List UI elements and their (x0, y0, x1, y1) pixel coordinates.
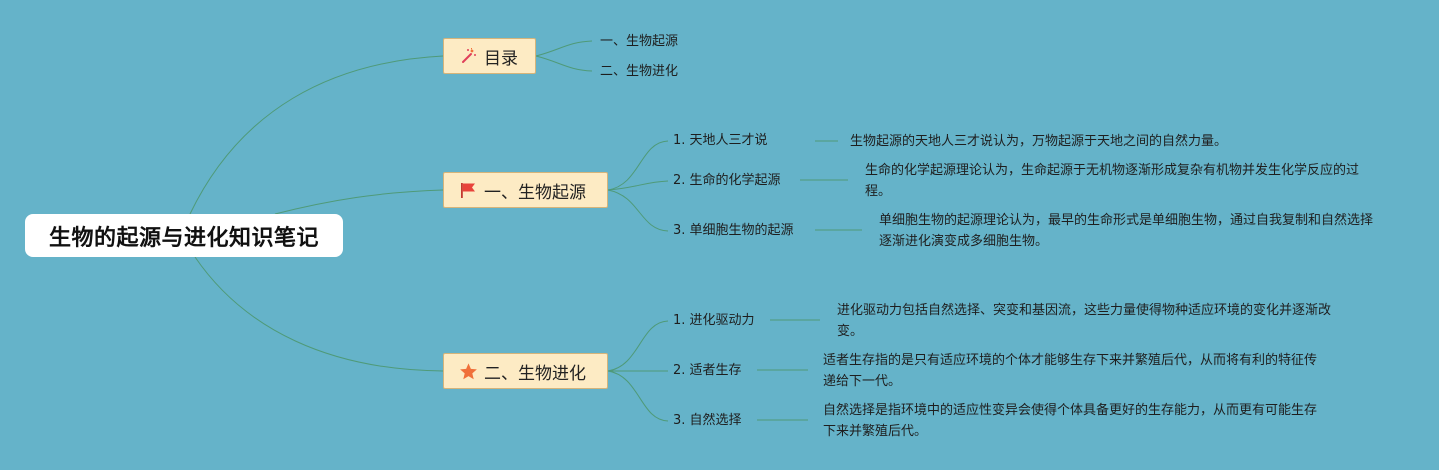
toc-item-origin[interactable]: 一、生物起源 (600, 34, 679, 49)
red-flag-icon (458, 180, 478, 200)
connector-toc-item-2 (535, 55, 593, 72)
connector-root-to-origin (274, 189, 444, 215)
magic-wand-icon (458, 46, 478, 66)
connector-origin-item-3 (607, 189, 669, 232)
origin-item-2-desc: 生命的化学起源理论认为，生命起源于无机物逐渐形成复杂有机物并发生化学反应的过程。 (865, 163, 1360, 199)
evolution-item-1-label[interactable]: 1. 进化驱动力 (673, 313, 755, 328)
evolution-item-1-desc: 进化驱动力包括自然选择、突变和基因流，这些力量使得物种适应环境的变化并逐渐改变。 (837, 303, 1332, 339)
branch-label-toc: 目录 (484, 48, 518, 69)
connector-toc-item-1 (535, 40, 593, 57)
origin-item-1-desc: 生物起源的天地人三才说认为，万物起源于天地之间的自然力量。 (850, 134, 1228, 149)
connector-evolution-item-3 (607, 370, 669, 422)
connector-root-to-evolution (194, 256, 444, 372)
origin-item-3-desc: 单细胞生物的起源理论认为，最早的生命形式是单细胞生物，通过自我复制和自然选择逐渐… (879, 213, 1374, 249)
orange-star-icon (458, 361, 478, 381)
origin-item-1-label[interactable]: 1. 天地人三才说 (673, 133, 768, 148)
origin-item-3-label[interactable]: 3. 单细胞生物的起源 (673, 223, 794, 238)
root-node-title[interactable]: 生物的起源与进化知识笔记 (25, 214, 343, 257)
evolution-item-3-desc: 自然选择是指环境中的适应性变异会使得个体具备更好的生存能力，从而更有可能生存下来… (823, 403, 1318, 439)
connector-origin-item-1 (607, 140, 669, 191)
branch-label-evolution: 二、生物进化 (484, 363, 586, 384)
branch-label-origin: 一、生物起源 (484, 182, 586, 203)
branch-node-evolution[interactable]: 二、生物进化 (443, 353, 608, 389)
branch-node-origin[interactable]: 一、生物起源 (443, 172, 608, 208)
branch-node-toc[interactable]: 目录 (443, 38, 536, 74)
evolution-item-2-desc: 适者生存指的是只有适应环境的个体才能够生存下来并繁殖后代，从而将有利的特征传递给… (823, 353, 1318, 389)
origin-item-2-label[interactable]: 2. 生命的化学起源 (673, 173, 781, 188)
connector-origin-item-2 (607, 180, 669, 191)
toc-item-evolution[interactable]: 二、生物进化 (600, 64, 679, 79)
connector-evolution-item-1 (607, 320, 669, 372)
connector-root-to-toc (189, 55, 444, 215)
evolution-item-2-label[interactable]: 2. 适者生存 (673, 363, 742, 378)
evolution-item-3-label[interactable]: 3. 自然选择 (673, 413, 742, 428)
